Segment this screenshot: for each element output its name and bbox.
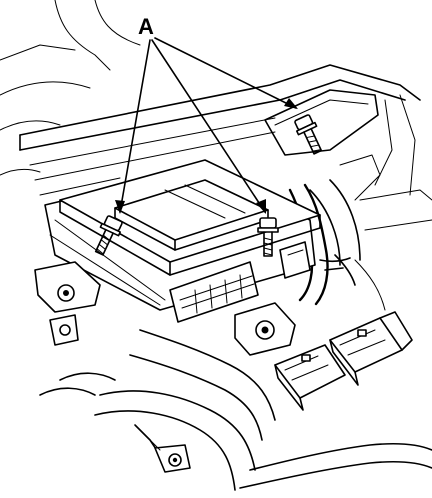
wire-harness: [39, 183, 432, 491]
bolt-icon: [257, 217, 279, 257]
callout-leaders: [115, 37, 298, 214]
leader-line: [151, 39, 266, 213]
bolt-icon: [294, 114, 323, 155]
callout-label: A: [138, 14, 154, 39]
harness-connector: [274, 311, 413, 411]
leader-line: [154, 37, 297, 109]
bolt-icon: [94, 215, 123, 256]
arrowhead-icon: [115, 200, 125, 214]
mounting-bracket: [34, 261, 296, 356]
body-panel: [0, 0, 432, 311]
arrowhead-icon: [284, 98, 298, 109]
arrowhead-icon: [256, 199, 266, 214]
leader-line: [119, 39, 151, 213]
ground-terminal: [134, 424, 191, 473]
